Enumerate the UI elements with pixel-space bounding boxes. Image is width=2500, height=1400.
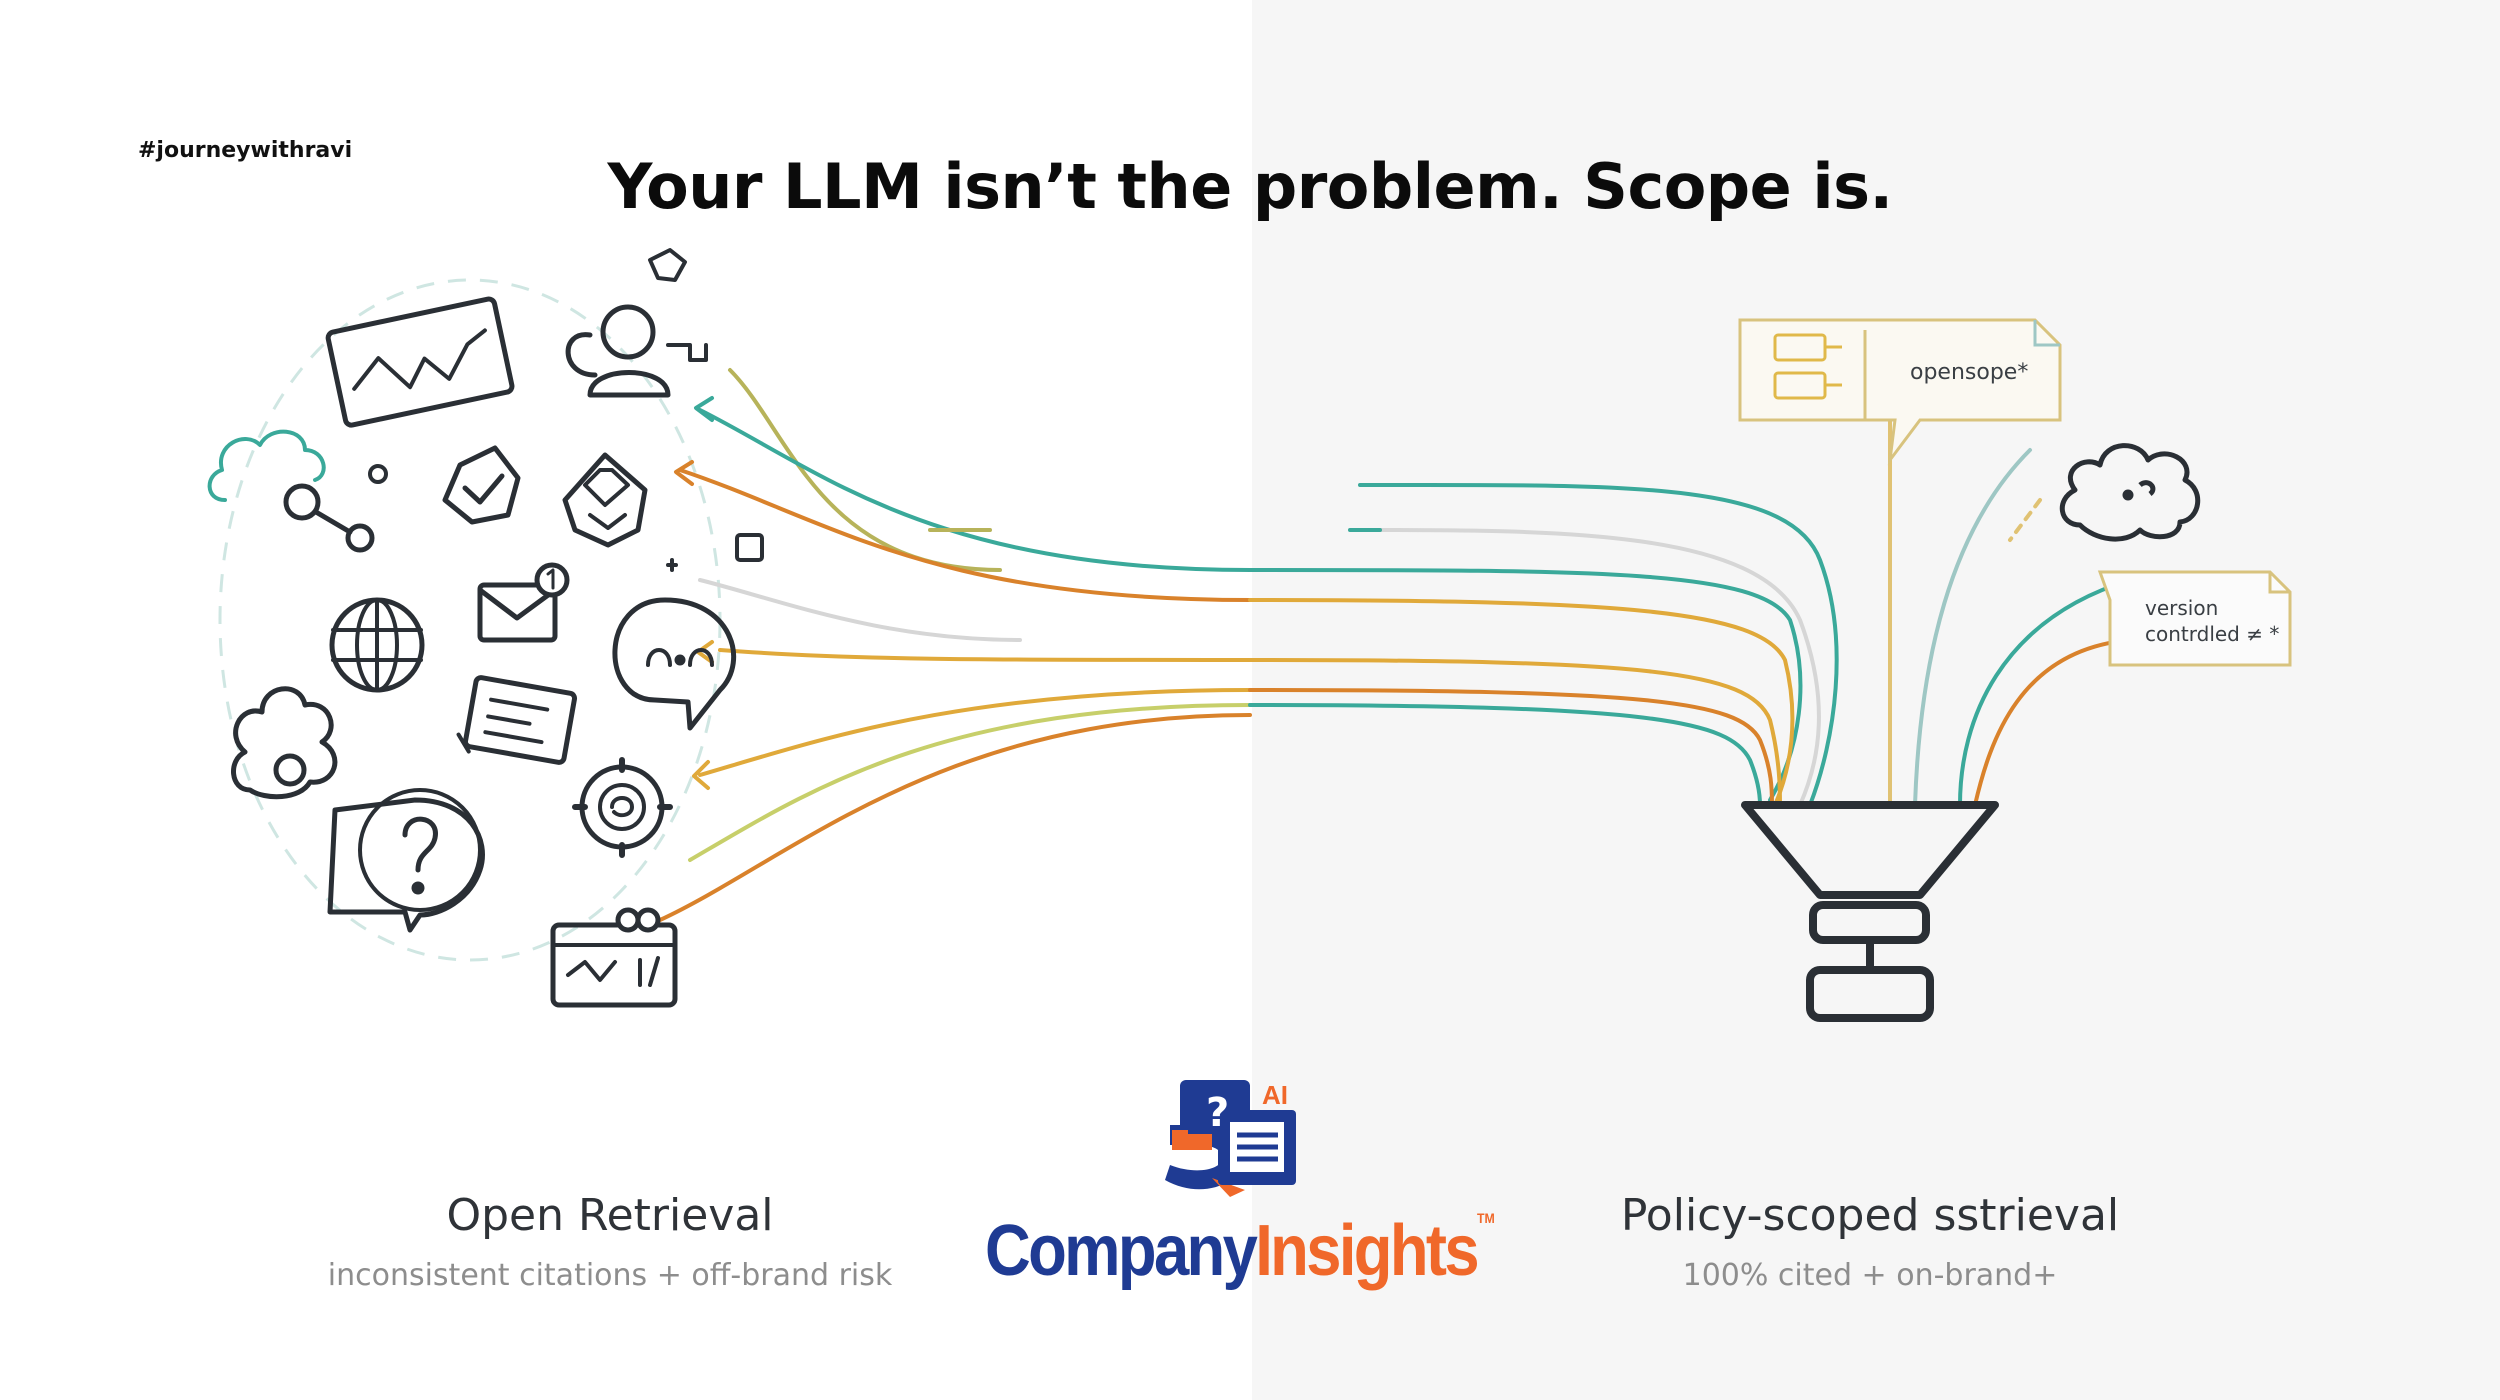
flow-line <box>698 578 1022 642</box>
logo-trademark: TM <box>1476 1210 1495 1226</box>
callout-side <box>2097 570 2292 667</box>
user-icon <box>565 248 708 398</box>
question-bubble-icon <box>327 788 485 933</box>
badge-icon <box>562 452 648 548</box>
cloud-icon <box>231 686 338 800</box>
callout-top <box>1738 318 2062 466</box>
flow-line <box>1248 688 1774 807</box>
callout-top-label: opensope* <box>1910 360 2029 385</box>
company-logo-text: CompanyInsightsTM <box>985 1210 1495 1292</box>
flow-line <box>678 468 1252 602</box>
flow-lines-right <box>1248 418 2132 807</box>
right-panel-title: Policy-scoped sstrieval <box>1620 1190 2120 1241</box>
flow-line <box>1248 658 1782 807</box>
logo-question-mark: ? <box>1206 1090 1230 1136</box>
chat-face-icon <box>612 533 764 731</box>
globe-icon <box>329 597 425 693</box>
page-title: Your LLM isn’t the problem. Scope is. <box>607 150 1893 223</box>
arrow-icon <box>674 460 694 486</box>
logo-mark-icon <box>1165 1080 1296 1197</box>
flow-line <box>1358 482 1839 807</box>
logo-insights-word: Insights <box>1255 1211 1479 1291</box>
flow-line <box>1248 598 1795 807</box>
flow-lines-left <box>658 368 1252 922</box>
cloud-icon <box>2059 443 2201 542</box>
orbit-ring <box>218 278 722 962</box>
flow-line <box>2008 498 2042 542</box>
document-icon <box>456 675 578 765</box>
arrow-icon <box>694 396 714 422</box>
flow-line <box>1358 528 1821 807</box>
flow-line <box>688 703 1252 862</box>
logo-company-word: Company <box>985 1211 1258 1291</box>
flow-line <box>1958 578 2132 807</box>
flow-line <box>698 688 1252 777</box>
flow-line <box>1973 638 2132 807</box>
flow-line <box>1248 703 1762 807</box>
flow-line <box>1913 448 2032 807</box>
flow-line <box>698 408 1252 572</box>
line-chart-icon <box>325 296 515 428</box>
flow-line <box>718 648 1252 662</box>
callout-side-line2: contrdled ≠ * <box>2145 622 2280 646</box>
flow-line <box>1248 568 1803 802</box>
node-link-icon <box>283 464 388 553</box>
envelope-icon <box>477 562 570 643</box>
gear-icon <box>572 757 673 858</box>
hashtag: #journeywithravi <box>138 138 353 163</box>
arrow-icon <box>692 760 710 790</box>
right-panel-background <box>1252 0 2500 1400</box>
left-panel-title: Open Retrieval <box>446 1190 774 1241</box>
shield-check-icon <box>442 445 521 525</box>
calendar-chart-icon <box>550 907 678 1008</box>
flow-line <box>658 713 1252 922</box>
right-panel-subtitle: 100% cited + on-brand+ <box>1682 1258 2058 1293</box>
left-icons <box>207 248 764 1008</box>
callout-side-line1: version <box>2145 596 2219 620</box>
cloud-network-icon <box>207 429 326 502</box>
logo-ai-label: AI <box>1262 1080 1288 1110</box>
left-panel-subtitle: inconsistent citations + off-brand risk <box>327 1258 893 1293</box>
funnel-icon <box>1741 801 1999 1022</box>
